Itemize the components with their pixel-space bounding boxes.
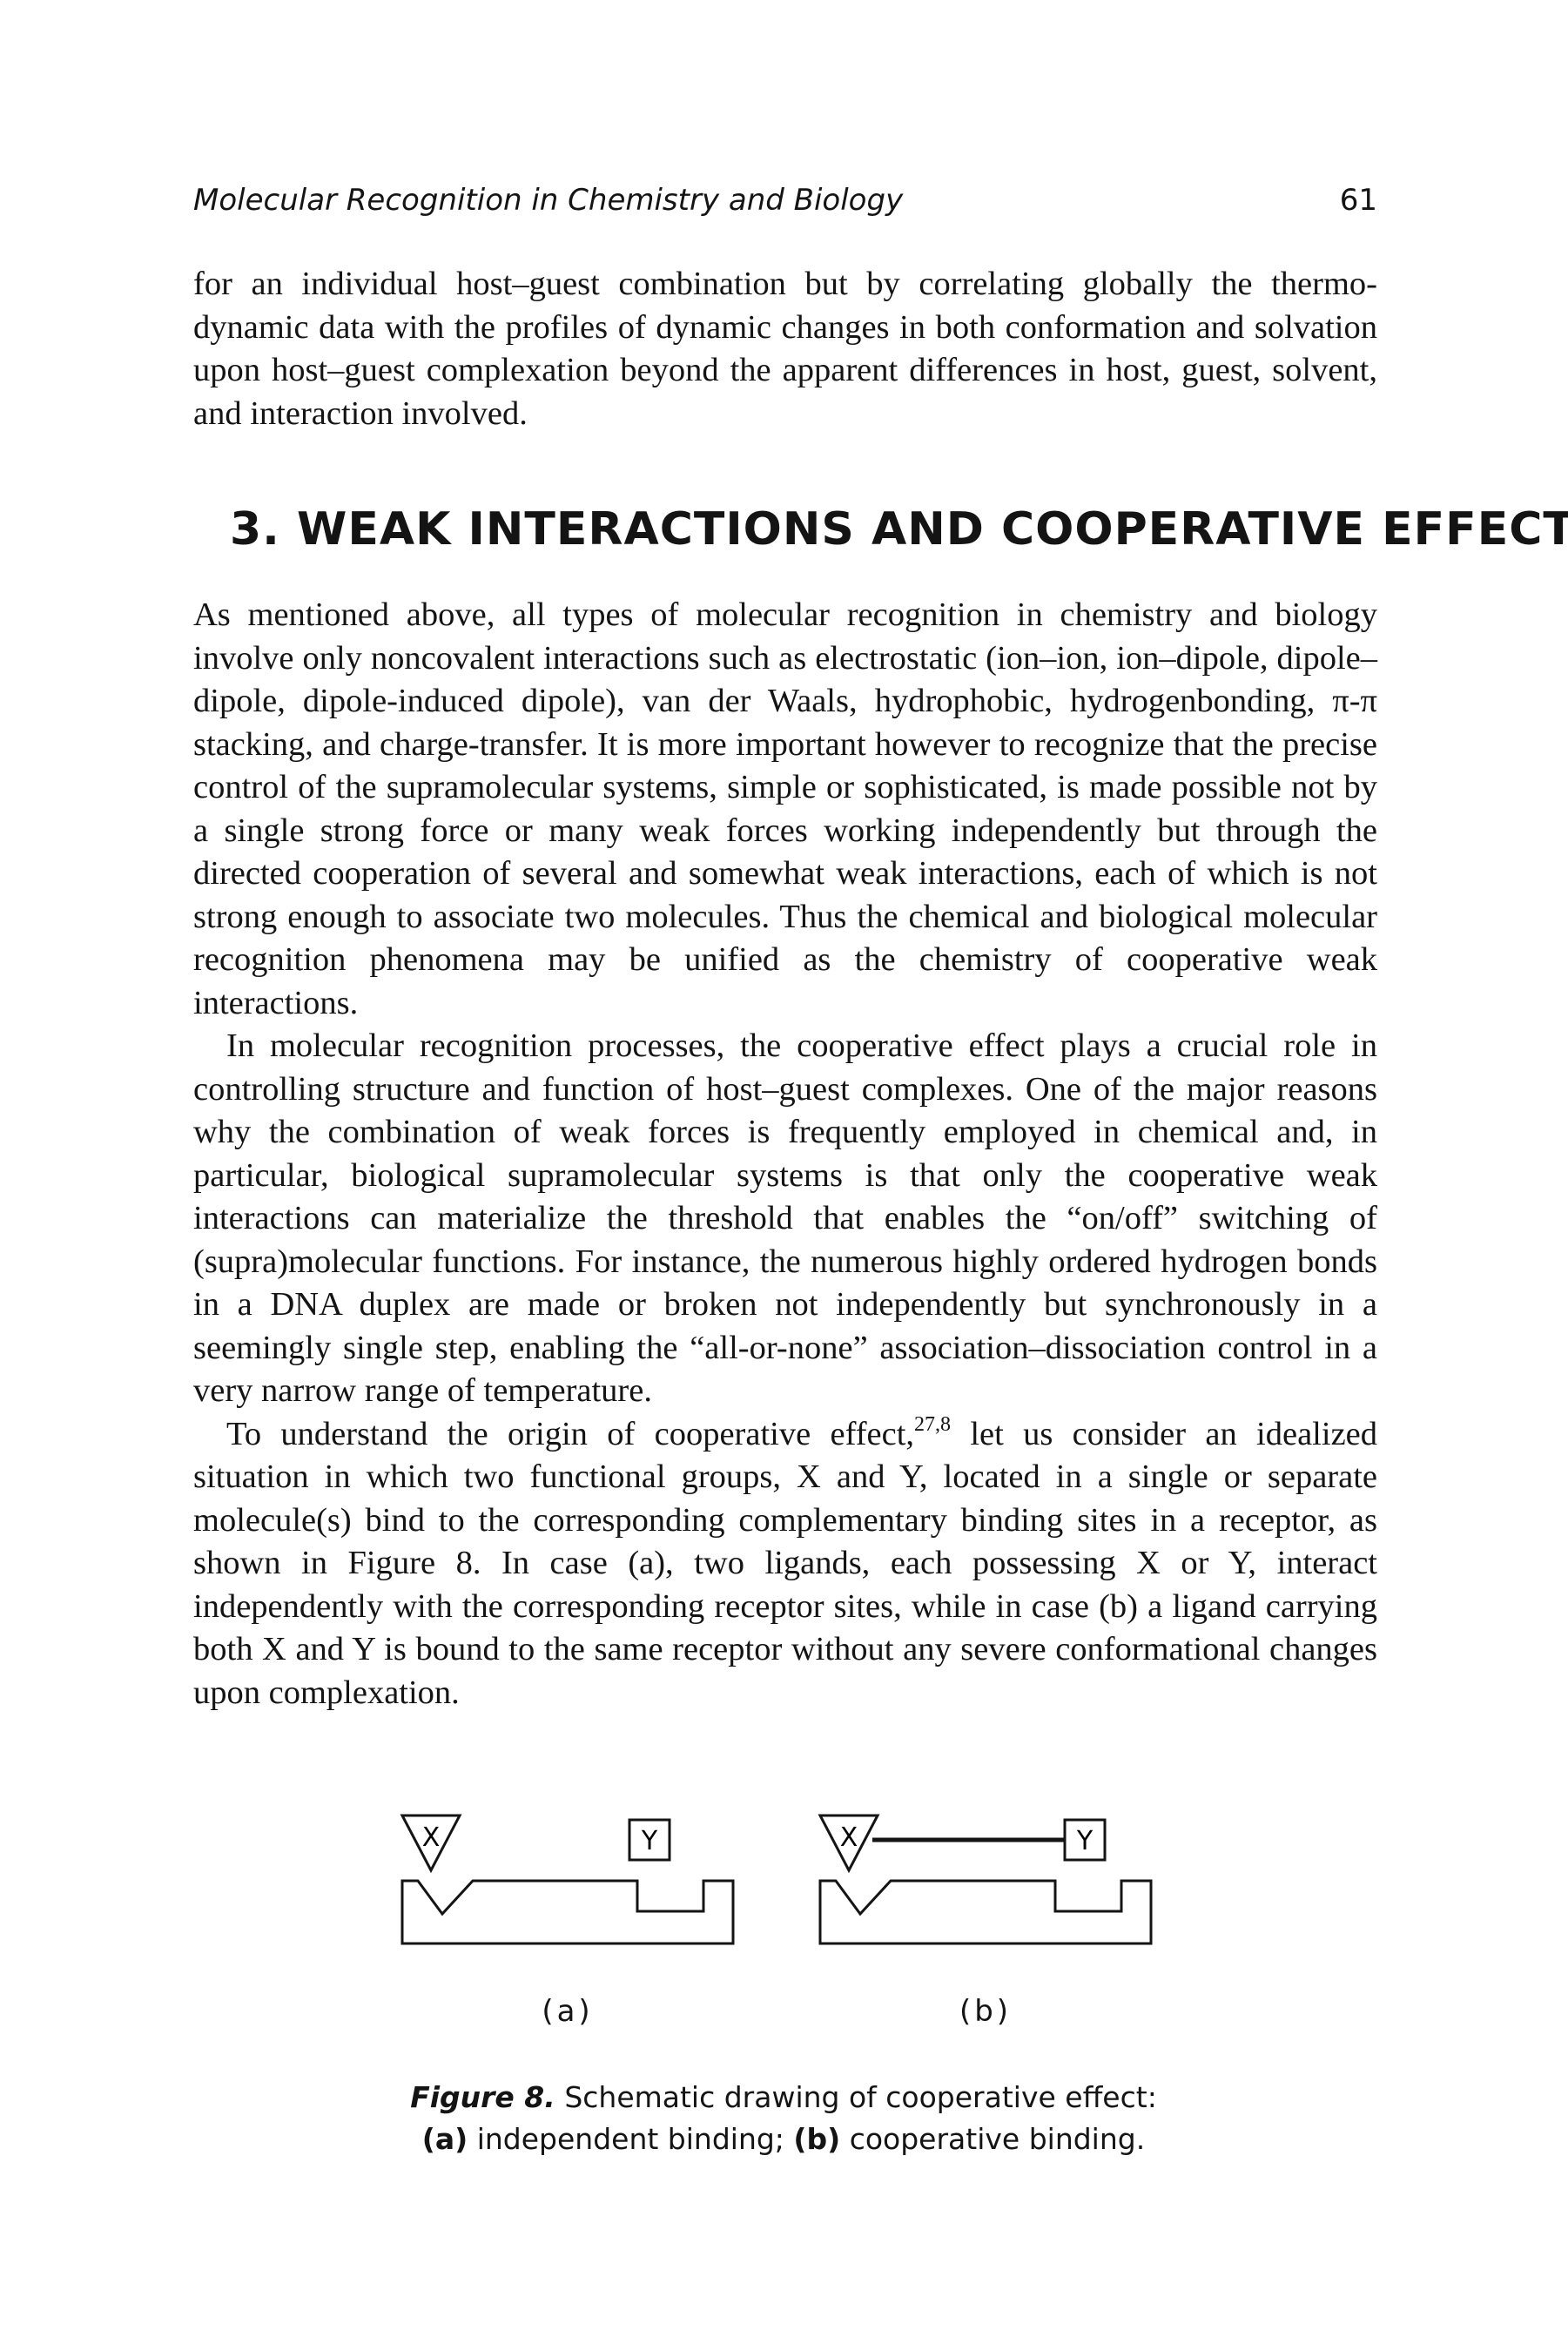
section-body: As mentioned above, all types of molecul…: [193, 594, 1377, 1714]
paragraph-2: In molecular recognition processes, the …: [193, 1027, 1377, 1409]
panel-a-label: (a): [542, 1994, 594, 2029]
figure-8-schematic: X Y X Y: [400, 1814, 1153, 1945]
caption-line-2: (a) independent binding; (b) cooperative…: [348, 2119, 1219, 2160]
panel-b-label: (b): [959, 1994, 1013, 2029]
caption-figure-label: Figure 8.: [410, 2080, 555, 2114]
figure-caption: Figure 8. Schematic drawing of cooperati…: [348, 2077, 1219, 2160]
running-head: Molecular Recognition in Chemistry and B…: [193, 179, 1377, 222]
caption-b-marker: (b): [793, 2122, 841, 2156]
citation-superscript: 27,8: [914, 1412, 952, 1436]
caption-line-1: Figure 8. Schematic drawing of cooperati…: [348, 2077, 1219, 2119]
ligand-y-square-a: [628, 1818, 671, 1862]
ligand-y-label-a: Y: [641, 1826, 658, 1856]
ligand-y-square-b: [1063, 1818, 1107, 1862]
ligand-x-triangle-b: [818, 1814, 880, 1874]
receptor-a: [400, 1879, 735, 1945]
caption-a-marker: (a): [421, 2122, 468, 2156]
paragraph-1: As mentioned above, all types of molecul…: [193, 596, 1377, 1021]
receptor-b: [818, 1879, 1153, 1945]
paragraph-3-lead: To understand the origin of cooperative …: [226, 1415, 915, 1452]
caption-title: Schematic drawing of cooperative effect:: [564, 2080, 1157, 2114]
ligand-x-triangle-a: [400, 1814, 462, 1874]
ligand-x-label-a: X: [422, 1822, 441, 1853]
panel-a-drawing: X Y: [400, 1814, 735, 1945]
figure-8: X Y X Y (a) (b): [383, 1785, 1184, 2046]
section-heading: 3. WEAK INTERACTIONS AND COOPERATIVE EFF…: [230, 503, 1568, 556]
paragraph-3-rest: let us consider an idealized situation i…: [193, 1415, 1377, 1711]
panel-b-drawing: X Y: [818, 1814, 1153, 1945]
page-number: 61: [1339, 183, 1377, 218]
paragraph-3: To understand the origin of cooperative …: [193, 1413, 1377, 1715]
ligand-y-label-b: Y: [1076, 1826, 1094, 1856]
caption-a-text: independent binding;: [468, 2122, 794, 2156]
caption-b-text: cooperative binding.: [840, 2122, 1146, 2156]
intro-paragraph-block: for an individual host–guest combination…: [193, 263, 1377, 435]
running-title: Molecular Recognition in Chemistry and B…: [193, 183, 904, 218]
intro-paragraph: for an individual host–guest combination…: [193, 266, 1377, 432]
ligand-x-label-b: X: [840, 1822, 858, 1853]
